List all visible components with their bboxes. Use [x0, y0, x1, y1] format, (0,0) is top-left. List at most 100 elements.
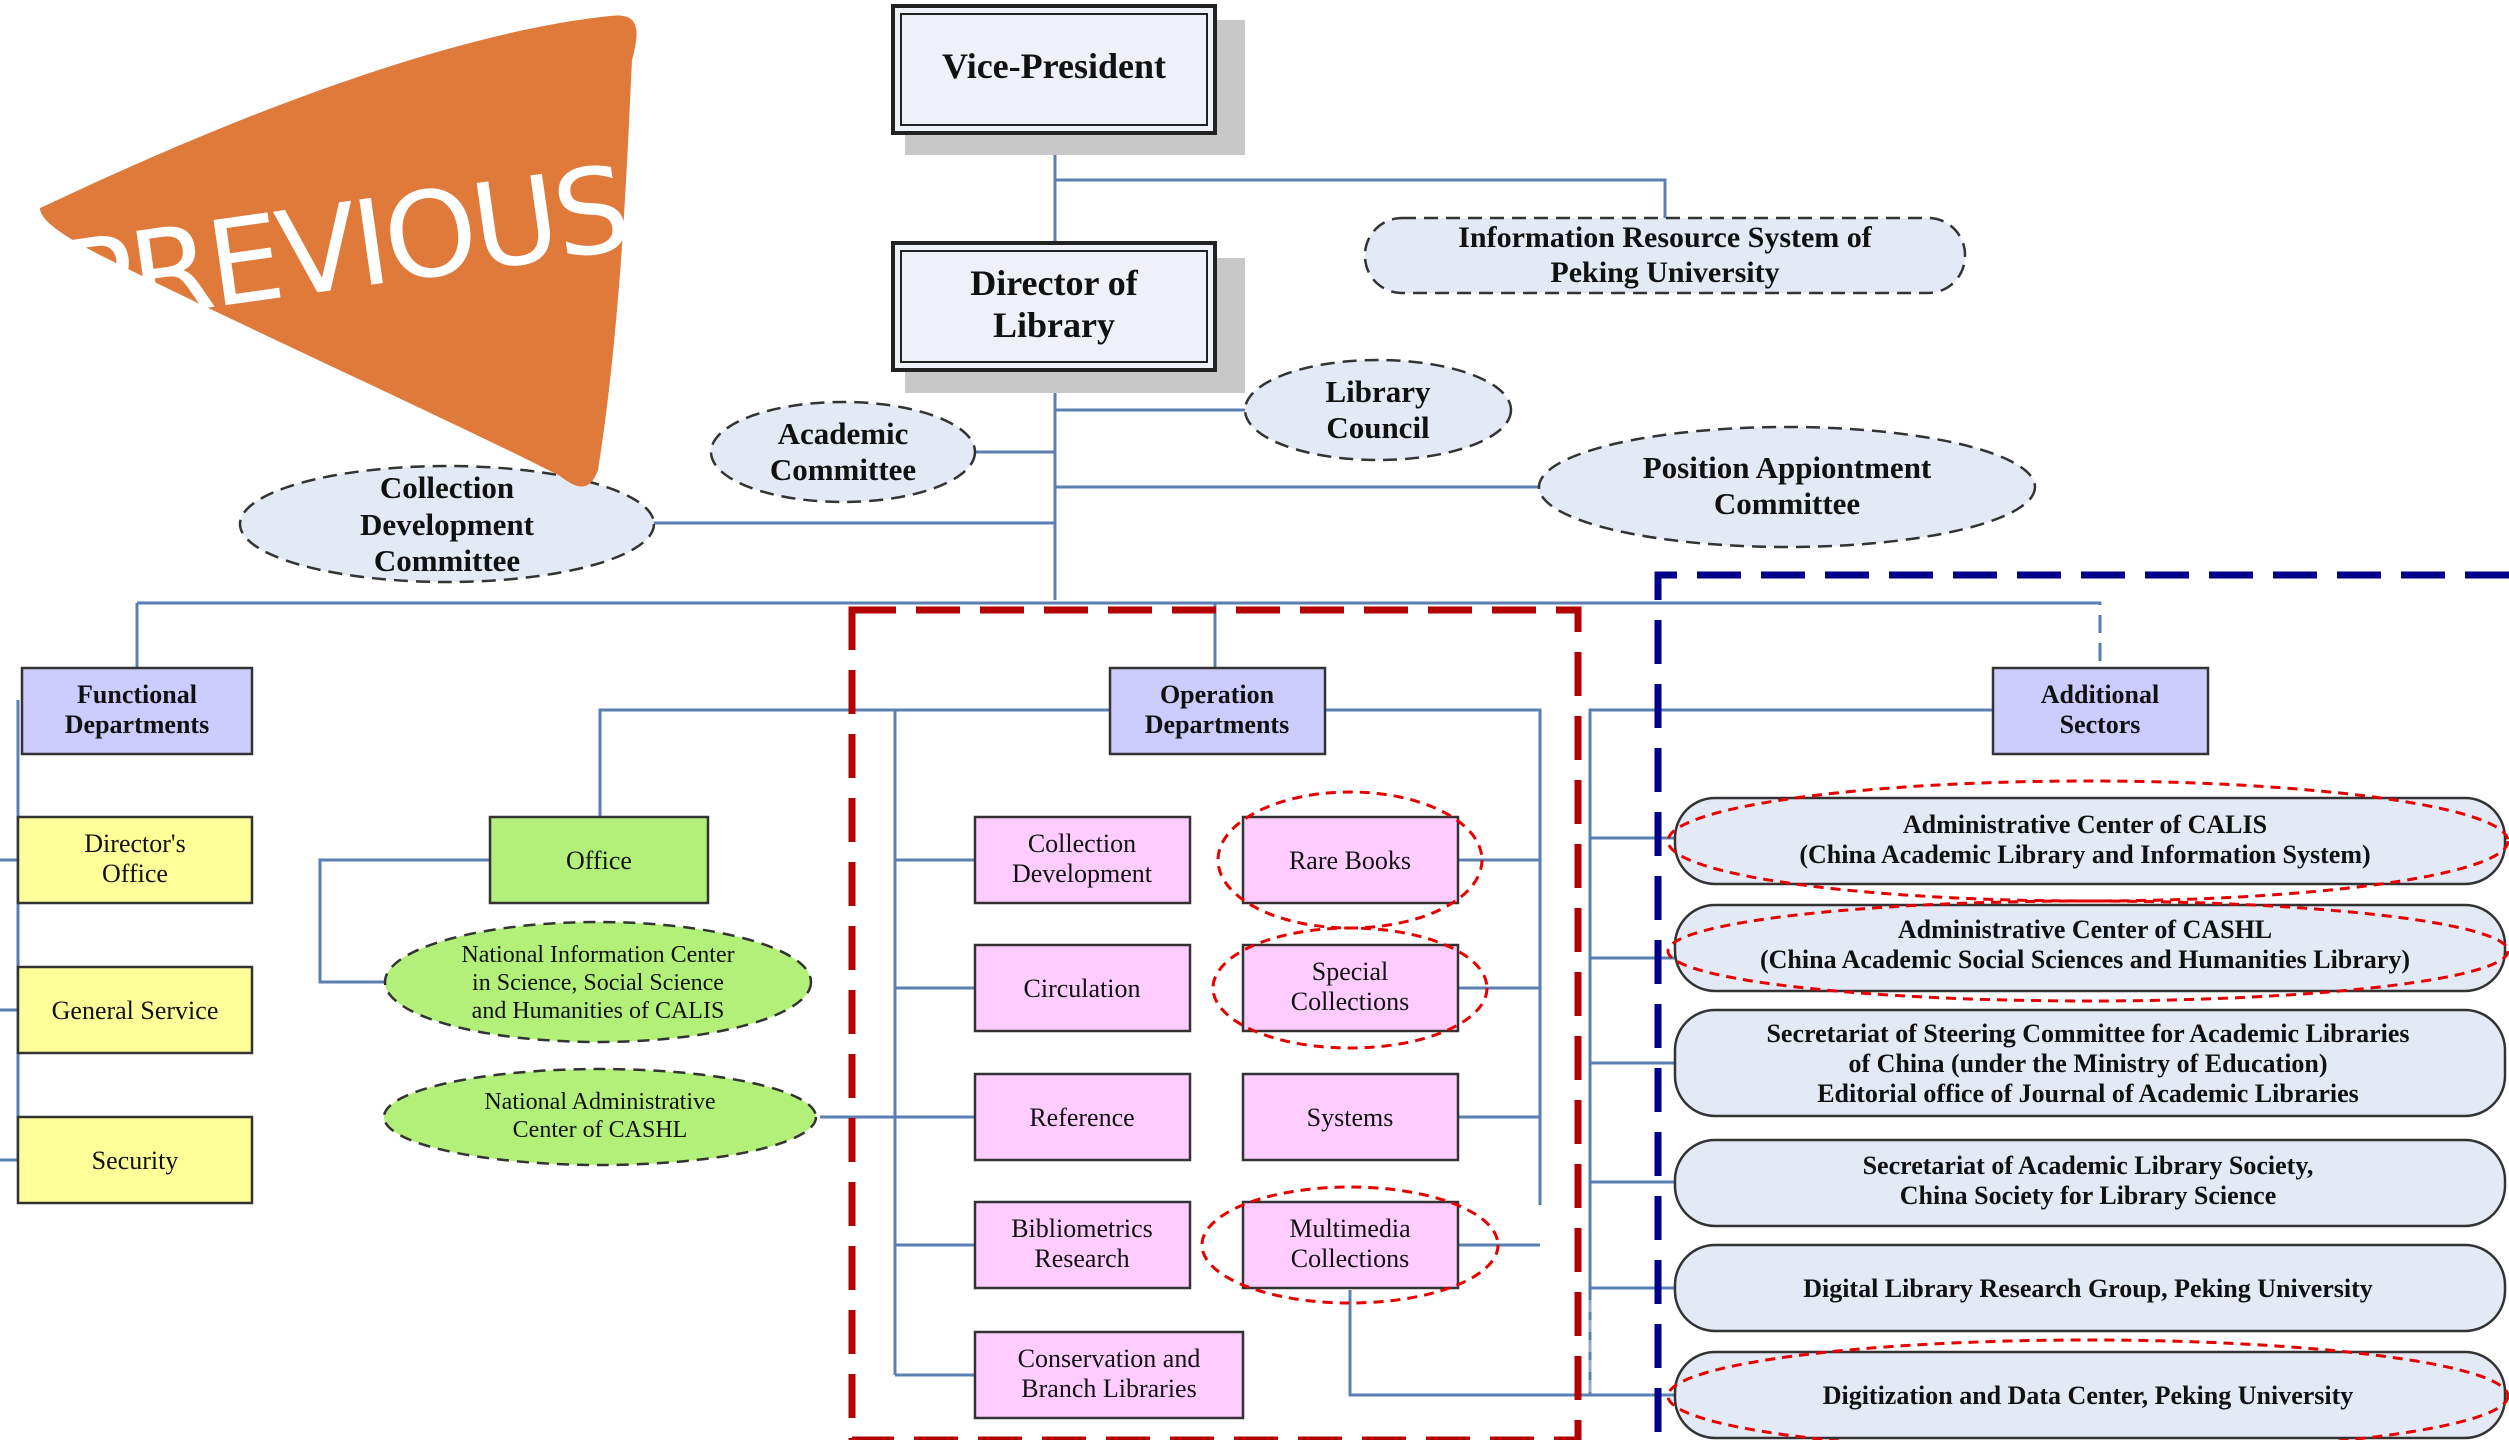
highlight-multimedia — [1200, 1185, 1500, 1305]
calis-center-line3: and Humanities of CALIS — [472, 998, 725, 1024]
op-special-line1: Special — [1312, 957, 1389, 986]
info-resource-line2: Peking University — [1550, 256, 1779, 289]
additional-sectors-header: Additional Sectors — [1991, 666, 2210, 756]
op-multimedia-line1: Multimedia — [1289, 1214, 1411, 1243]
director-box: Director of Library — [891, 241, 1245, 393]
red-highlight-circles-operation — [1200, 790, 1500, 1305]
library-council-line1: Library — [1325, 374, 1431, 409]
op-reference-label: Reference — [1029, 1103, 1134, 1132]
sector-cashl: Administrative Center of CASHL (China Ac… — [1673, 903, 2507, 993]
academic-line1: Academic — [778, 416, 909, 451]
op-circulation-box: Circulation — [973, 943, 1192, 1033]
ellipse-collection-dev-committee: Collection Development Committee — [238, 464, 656, 584]
calis-center-line1: National Information Center — [461, 942, 734, 968]
cashl-center-line1: National Administrative — [484, 1089, 715, 1115]
op-circulation-label: Circulation — [1024, 974, 1141, 1003]
position-line2: Committee — [1714, 486, 1860, 521]
sector-steering-committee: Secretariat of Steering Committee for Ac… — [1673, 1008, 2507, 1118]
collection-dev-committee-line3: Committee — [374, 543, 520, 578]
highlight-special-collections — [1211, 926, 1489, 1050]
sector-steering-line1: Secretariat of Steering Committee for Ac… — [1766, 1019, 2409, 1048]
red-highlight-circles-sectors — [1666, 779, 2509, 1440]
cashl-national-center-ellipse: National Administrative Center of CASHL — [382, 1067, 818, 1167]
functional-header-line1: Functional — [77, 680, 197, 709]
dashed-link-additional — [1580, 601, 2102, 668]
op-multimedia-line2: Collections — [1291, 1244, 1409, 1273]
sector-steering-line3: Editorial office of Journal of Academic … — [1817, 1079, 2359, 1108]
previous-arrow-shape — [40, 15, 637, 487]
connector-lines — [0, 132, 2100, 1397]
academic-line2: Committee — [770, 452, 916, 487]
general-service-label: General Service — [52, 996, 219, 1025]
directors-office-line1: Director's — [84, 829, 185, 858]
library-council-line2: Council — [1326, 410, 1430, 445]
operation-header-line2: Departments — [1145, 710, 1289, 739]
op-rare-books-label: Rare Books — [1289, 846, 1411, 875]
directors-office-line2: Office — [102, 859, 168, 888]
op-bibliometrics-line2: Research — [1034, 1244, 1129, 1273]
op-collection-development-box: Collection Development — [973, 815, 1192, 905]
sector-library-society: Secretariat of Academic Library Society,… — [1673, 1138, 2507, 1228]
functional-departments-header: Functional Departments — [20, 666, 254, 756]
sector-society-line2: China Society for Library Science — [1900, 1181, 2276, 1210]
collection-dev-committee-line1: Collection — [380, 470, 514, 505]
op-conservation-line2: Branch Libraries — [1021, 1374, 1196, 1403]
op-reference-box: Reference — [973, 1072, 1192, 1162]
calis-national-center-ellipse: National Information Center in Science, … — [383, 920, 813, 1044]
operation-departments-header: Operation Departments — [1108, 666, 1327, 756]
sector-cashl-line2: (China Academic Social Sciences and Huma… — [1760, 945, 2410, 974]
op-systems-label: Systems — [1307, 1103, 1394, 1132]
sector-calis: Administrative Center of CALIS (China Ac… — [1673, 796, 2507, 886]
director-label-line1: Director of — [970, 263, 1139, 303]
operation-header-line1: Operation — [1160, 680, 1275, 709]
calis-center-line2: in Science, Social Science — [472, 970, 724, 996]
op-bibliometrics-line1: Bibliometrics — [1011, 1214, 1153, 1243]
office-label: Office — [566, 846, 632, 875]
vice-president-box: Vice-President — [891, 4, 1245, 155]
op-multimedia-box: Multimedia Collections — [1241, 1200, 1460, 1290]
ellipse-library-council: Library Council — [1243, 358, 1513, 462]
op-conservation-box: Conservation and Branch Libraries — [973, 1330, 1245, 1420]
additional-header-line2: Sectors — [2060, 710, 2141, 739]
sector-calis-line1: Administrative Center of CALIS — [1903, 810, 2267, 839]
collection-dev-committee-line2: Development — [360, 507, 535, 542]
sector-digitization-label: Digitization and Data Center, Peking Uni… — [1823, 1381, 2354, 1410]
vice-president-label: Vice-President — [942, 46, 1166, 86]
general-service-box: General Service — [16, 965, 254, 1055]
sector-calis-line2: (China Academic Library and Information … — [1799, 840, 2370, 869]
ellipse-position-appointment: Position Appiontment Committee — [1537, 425, 2037, 549]
director-label-line2: Library — [993, 305, 1115, 345]
highlight-sector-calis — [1666, 779, 2509, 903]
previous-button[interactable]: PREVIOUS — [40, 15, 637, 487]
op-collection-dev-line2: Development — [1012, 859, 1153, 888]
highlight-sector-cashl — [1666, 899, 2509, 1003]
position-line1: Position Appiontment — [1643, 450, 1932, 485]
ellipse-info-resource: Information Resource System of Peking Un… — [1363, 216, 1967, 295]
red-group-box-operation — [848, 606, 1582, 1440]
sector-society-line1: Secretariat of Academic Library Society, — [1863, 1151, 2314, 1180]
functional-header-line2: Departments — [65, 710, 209, 739]
ellipse-academic-committee: Academic Committee — [709, 400, 977, 504]
security-label: Security — [92, 1146, 179, 1175]
additional-header-line1: Additional — [2041, 680, 2160, 709]
directors-office-box: Director's Office — [16, 815, 254, 905]
sector-digital-group-label: Digital Library Research Group, Peking U… — [1803, 1274, 2373, 1303]
op-bibliometrics-box: Bibliometrics Research — [973, 1200, 1192, 1290]
highlight-sector-digitization — [1666, 1338, 2509, 1440]
op-special-line2: Collections — [1291, 987, 1409, 1016]
op-collection-dev-line1: Collection — [1028, 829, 1136, 858]
op-rare-books-box: Rare Books — [1241, 815, 1460, 905]
info-resource-line1: Information Resource System of — [1458, 221, 1873, 254]
op-conservation-line1: Conservation and — [1018, 1344, 1201, 1373]
office-box: Office — [488, 815, 710, 905]
navy-group-box-additional — [1654, 571, 2509, 1440]
op-systems-box: Systems — [1241, 1072, 1460, 1162]
op-special-collections-box: Special Collections — [1241, 943, 1460, 1033]
sector-digital-library-group: Digital Library Research Group, Peking U… — [1673, 1243, 2507, 1333]
sector-steering-line2: of China (under the Ministry of Educatio… — [1848, 1049, 2327, 1078]
cashl-center-line2: Center of CASHL — [513, 1117, 688, 1143]
sector-digitization-center: Digitization and Data Center, Peking Uni… — [1673, 1350, 2507, 1440]
security-box: Security — [16, 1115, 254, 1205]
sector-cashl-line1: Administrative Center of CASHL — [1898, 915, 2272, 944]
